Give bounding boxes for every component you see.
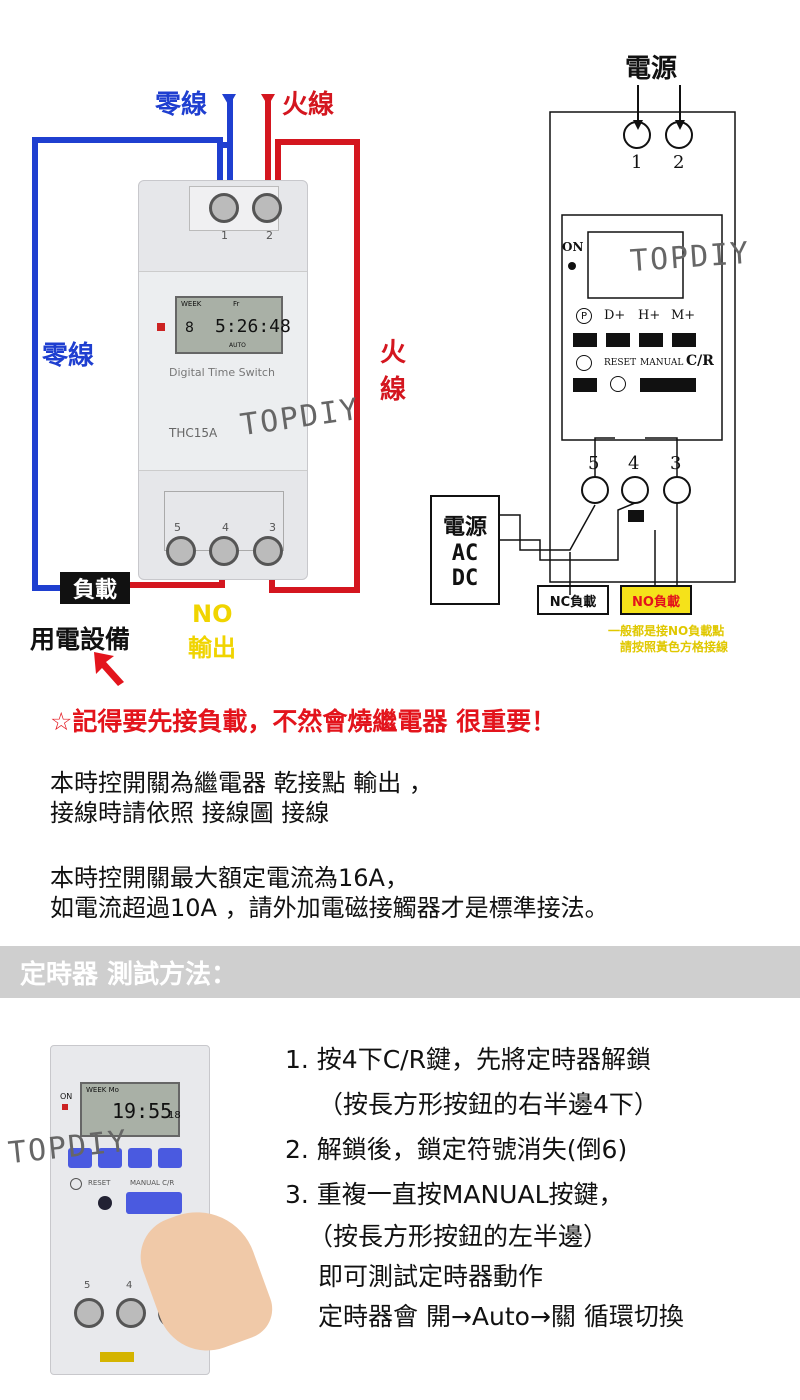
lcd-fr: Fr [233, 300, 240, 308]
test-btn-m[interactable] [158, 1148, 182, 1168]
diagram-btn-d: D+ [604, 308, 626, 323]
test-terminal-4 [116, 1298, 146, 1328]
test-din-clip [100, 1352, 134, 1362]
test-lcd-time: 19:55 [112, 1099, 173, 1123]
test-lcd-sec: 18 [168, 1110, 181, 1121]
test-terminal-5 [74, 1298, 104, 1328]
schematic-diagram: 電源 1 2 ON TOPDIY P D+ H+ M+ RESET MANUAL… [420, 40, 800, 680]
test-lcd-week: WEEK Mo [86, 1086, 119, 1094]
lcd-screen: WEEK Fr 8 5:26:48 AUTO [175, 296, 291, 354]
schematic-lines [500, 85, 736, 595]
neutral-side-label: 零線 [42, 341, 95, 371]
test-btn-h[interactable] [128, 1148, 152, 1168]
current-note-line-2: 如電流超過10A ，請外加電磁接觸器才是標準接法。 [50, 894, 609, 922]
terminal-5 [166, 536, 196, 566]
on-led [157, 323, 165, 331]
diagram-btn-m: M+ [671, 308, 696, 323]
diagram-reset-label: RESET [604, 358, 637, 368]
relay-note-line-1: 本時控開關為繼電器 乾接點 輸出 ， [50, 769, 433, 797]
no-output-label-1: NO [192, 600, 233, 628]
lcd-auto: AUTO [229, 342, 246, 349]
clock-icon [576, 355, 592, 371]
diagram-terminal-3: 3 [670, 453, 682, 474]
nc-load-box: NC負載 [537, 585, 609, 615]
diagram-key-5 [573, 378, 597, 392]
diagram-key-4 [672, 333, 696, 347]
live-top-label: 火線 [282, 90, 335, 120]
diagram-key-3 [639, 333, 663, 347]
source-label-3: DC [451, 566, 479, 591]
arrow-up-icon [94, 652, 124, 686]
diagram-key-1 [573, 333, 597, 347]
no-output-label-2: 輸出 [188, 634, 236, 662]
test-manual-label: MANUAL C/R [130, 1179, 175, 1187]
load-tag: 負載 [60, 572, 130, 604]
test-method-banner: 定時器 測試方法： [0, 946, 800, 998]
terminal-2 [252, 193, 282, 223]
warning-text: ☆記得要先接負載，不然會燒繼電器 很重要！ [50, 707, 557, 736]
step-1-note: （按長方形按鈕的右半邊4下） [318, 1090, 659, 1119]
terminal-5-label: 5 [174, 521, 181, 534]
diagram-reset-circle [610, 376, 626, 392]
equipment-label: 用電設備 [30, 625, 131, 654]
step-3-result: 即可測試定時器動作 [318, 1262, 544, 1291]
terminal-1-label: 1 [221, 229, 228, 242]
test-terminal-4-label: 4 [126, 1280, 133, 1291]
diagram-key-2 [606, 333, 630, 347]
diagram-on-led [568, 262, 576, 270]
relay-note-line-2: 接線時請依照 接線圖 接線 [50, 799, 330, 827]
wiring-photo: 1 2 WEEK Fr 8 5:26:48 AUTO Digital Time … [0, 80, 420, 686]
test-on-label: ON [60, 1092, 73, 1101]
terminal-2-label: 2 [266, 229, 273, 242]
wiring-lines [32, 94, 360, 593]
step-3-note: （按長方形按鈕的左半邊） [308, 1222, 609, 1251]
test-lcd: WEEK Mo 19:55 18 [80, 1082, 181, 1137]
terminal-4-label: 4 [222, 521, 229, 534]
test-reset-label: RESET [88, 1179, 111, 1187]
diagram-btn-p: P [576, 308, 592, 324]
source-label-2: AC [451, 541, 479, 566]
neutral-top-label: 零線 [155, 90, 208, 120]
source-label-1: 電源 [442, 515, 487, 540]
diagram-terminal-5: 5 [588, 453, 600, 474]
terminal-1 [209, 193, 239, 223]
test-on-led [62, 1104, 68, 1110]
device-brand: Digital Time Switch [169, 366, 275, 379]
step-3-cycle: 定時器會 開→Auto→關 循環切換 [318, 1302, 684, 1331]
test-cr-button[interactable] [126, 1192, 182, 1214]
step-2: 2. 解鎖後，鎖定符號消失(倒6) [285, 1135, 628, 1164]
lcd-day: 8 [185, 320, 194, 336]
device-model: THC15A [169, 426, 218, 440]
note-line-2: 請按照黃色方格接線 [620, 640, 729, 654]
source-box: 電源 AC DC [430, 495, 500, 605]
test-terminal-5-label: 5 [84, 1280, 91, 1291]
diagram-terminal-1: 1 [631, 152, 643, 173]
timer-device: 1 2 WEEK Fr 8 5:26:48 AUTO Digital Time … [138, 180, 308, 580]
test-btn-d[interactable] [98, 1148, 122, 1168]
diagram-manual-label: MANUAL [640, 358, 684, 368]
live-side-label: 火線 [380, 338, 407, 405]
no-load-box: NO負載 [620, 585, 692, 615]
diagram-key-cr [640, 378, 696, 392]
power-label: 電源 [625, 54, 678, 84]
diagram-terminal-4: 4 [628, 453, 640, 474]
step-1: 1. 按4下C/R鍵，先將定時器解鎖 [285, 1045, 651, 1074]
step-3: 3. 重複一直按MANUAL按鍵， [285, 1180, 624, 1209]
diagram-cr-label: C/R [686, 353, 714, 369]
current-note-line-1: 本時控開關最大額定電流為16A， [50, 864, 409, 892]
terminal-3 [253, 536, 283, 566]
terminal-3-label: 3 [269, 521, 276, 534]
lcd-time: 5:26:48 [215, 316, 291, 337]
diagram-terminal-2: 2 [673, 152, 685, 173]
terminal-4 [209, 536, 239, 566]
diagram-on-label: ON [562, 240, 584, 254]
lcd-week: WEEK [181, 300, 202, 308]
note-line-1: 一般都是接NO負載點 [608, 624, 725, 638]
test-device-photo: ON WEEK Mo 19:55 18 RESET MANUAL C/R 5 4… [0, 1040, 300, 1400]
test-clock-icon [70, 1178, 82, 1190]
diagram-btn-h: H+ [638, 308, 661, 323]
test-reset-button[interactable] [98, 1196, 112, 1210]
test-btn-p[interactable] [68, 1148, 92, 1168]
